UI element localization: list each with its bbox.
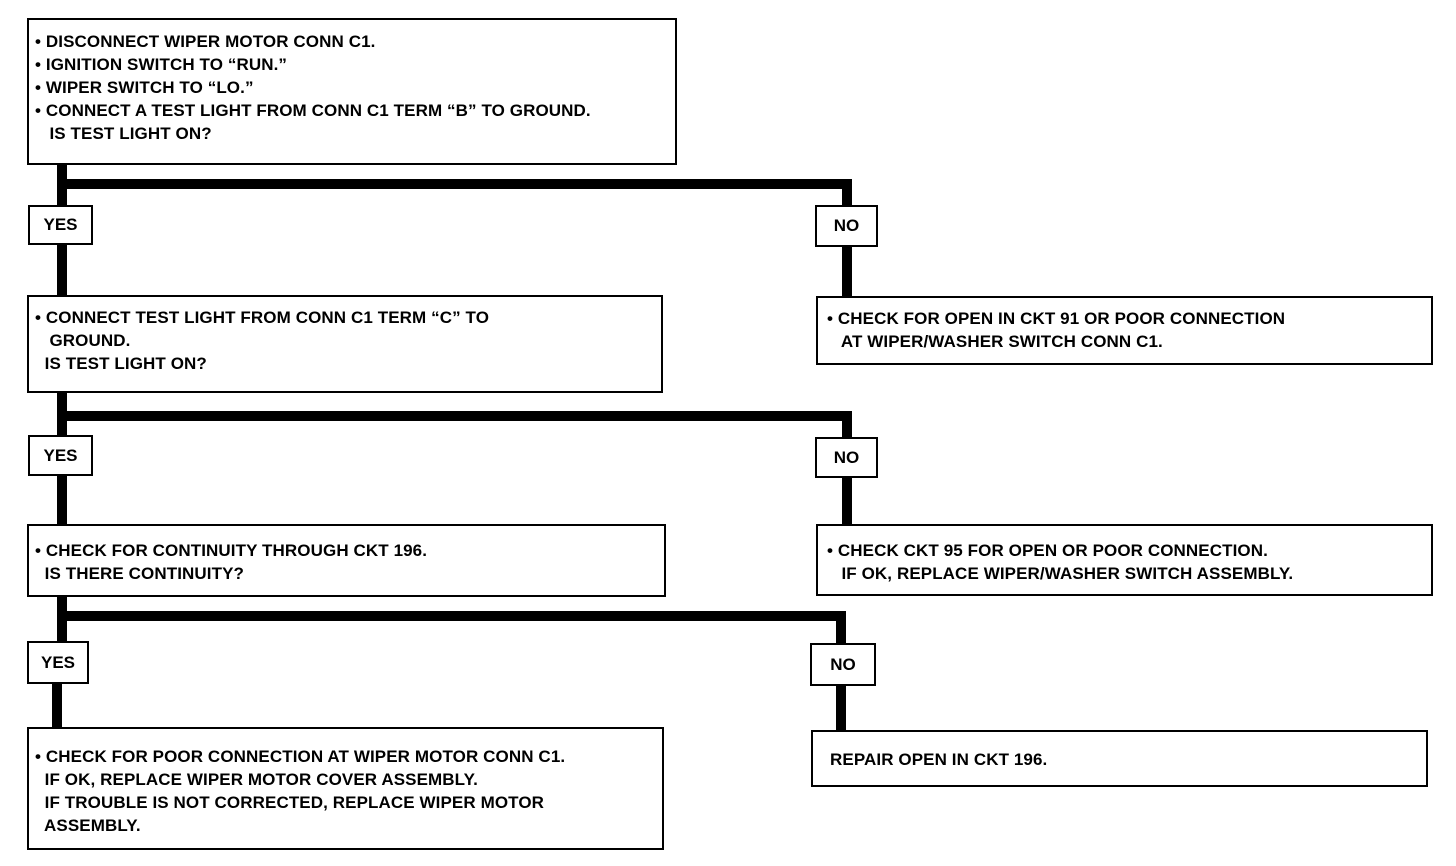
- step2-yes-label: YES: [28, 435, 93, 476]
- step1-line: IS TEST LIGHT ON?: [35, 124, 212, 143]
- step3-yes-result-box: • CHECK FOR POOR CONNECTION AT WIPER MOT…: [27, 727, 664, 850]
- connector-step1-no-down: [842, 179, 852, 205]
- step3-yes-result-line: IF OK, REPLACE WIPER MOTOR COVER ASSEMBL…: [35, 770, 478, 789]
- step2-no-result-line: IF OK, REPLACE WIPER/WASHER SWITCH ASSEM…: [827, 564, 1294, 583]
- connector-step3-horizontal: [57, 611, 846, 621]
- step1-yes-label: YES: [28, 205, 93, 245]
- connector-step3-yes-to-result: [52, 682, 62, 729]
- connector-step2-no-down: [842, 411, 852, 438]
- step2-box: • CONNECT TEST LIGHT FROM CONN C1 TERM “…: [27, 295, 663, 393]
- step1-no-result-line: AT WIPER/WASHER SWITCH CONN C1.: [827, 332, 1163, 351]
- step1-no-result-box: • CHECK FOR OPEN IN CKT 91 OR POOR CONNE…: [816, 296, 1433, 365]
- step3-yes-result-line: IF TROUBLE IS NOT CORRECTED, REPLACE WIP…: [35, 793, 545, 812]
- step3-line: IS THERE CONTINUITY?: [35, 564, 245, 583]
- step3-line: • CHECK FOR CONTINUITY THROUGH CKT 196.: [35, 541, 428, 560]
- connector-step2-no-to-result: [842, 476, 852, 525]
- step1-line: • CONNECT A TEST LIGHT FROM CONN C1 TERM…: [35, 101, 591, 120]
- connector-step2-horizontal: [57, 411, 852, 421]
- step3-no-result-box: REPAIR OPEN IN CKT 196.: [811, 730, 1428, 787]
- connector-step1-no-to-result: [842, 245, 852, 296]
- step2-line: GROUND.: [35, 331, 131, 350]
- connector-step1-yes-to-step2: [57, 243, 67, 296]
- step1-no-label: NO: [815, 205, 878, 247]
- step3-box: • CHECK FOR CONTINUITY THROUGH CKT 196. …: [27, 524, 666, 597]
- step2-no-label: NO: [815, 437, 878, 478]
- step2-line: • CONNECT TEST LIGHT FROM CONN C1 TERM “…: [35, 308, 490, 327]
- step3-yes-label: YES: [27, 641, 89, 684]
- step1-line: • DISCONNECT WIPER MOTOR CONN C1.: [35, 32, 376, 51]
- connector-step3-no-down: [836, 611, 846, 644]
- step2-line: IS TEST LIGHT ON?: [35, 354, 207, 373]
- step3-no-label: NO: [810, 643, 876, 686]
- connector-step2-yes-to-step3: [57, 474, 67, 525]
- connector-step1-horizontal: [57, 179, 852, 189]
- step1-line: • WIPER SWITCH TO “LO.”: [35, 78, 254, 97]
- connector-step3-no-to-result: [836, 684, 846, 731]
- step1-box: • DISCONNECT WIPER MOTOR CONN C1. • IGNI…: [27, 18, 677, 165]
- step1-line: • IGNITION SWITCH TO “RUN.”: [35, 55, 287, 74]
- step3-yes-result-line: • CHECK FOR POOR CONNECTION AT WIPER MOT…: [35, 747, 566, 766]
- step2-no-result-box: • CHECK CKT 95 FOR OPEN OR POOR CONNECTI…: [816, 524, 1433, 596]
- step3-yes-result-line: ASSEMBLY.: [35, 816, 141, 835]
- step2-no-result-line: • CHECK CKT 95 FOR OPEN OR POOR CONNECTI…: [827, 541, 1268, 560]
- step1-no-result-line: • CHECK FOR OPEN IN CKT 91 OR POOR CONNE…: [827, 309, 1286, 328]
- step3-no-result-line: REPAIR OPEN IN CKT 196.: [830, 750, 1048, 769]
